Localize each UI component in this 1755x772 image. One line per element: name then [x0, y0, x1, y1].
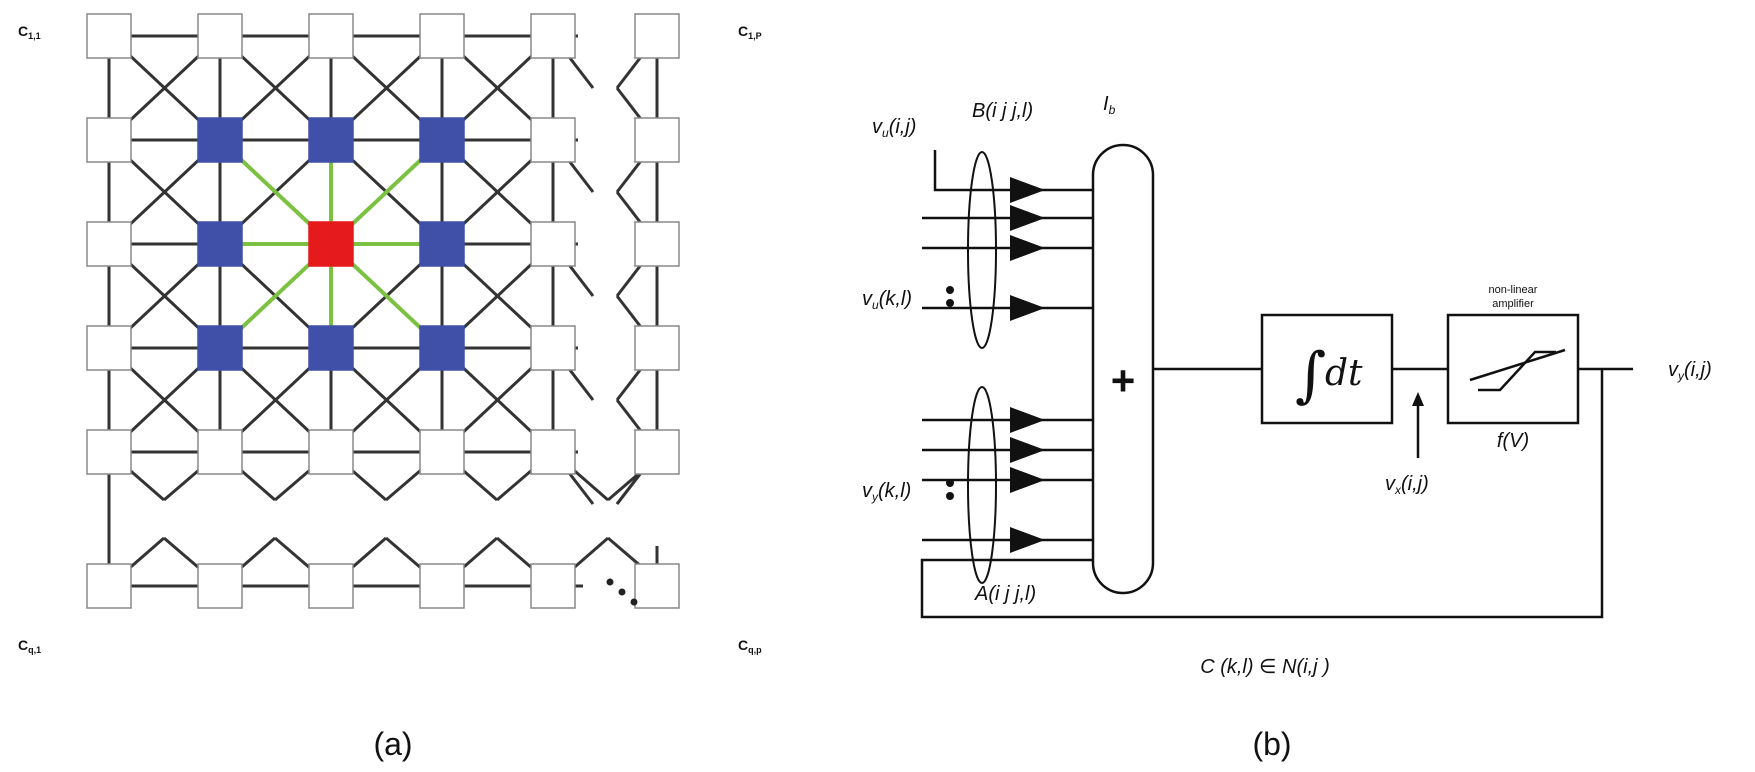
label-output: vy(i,j) [1668, 359, 1712, 383]
grid-cell [634, 429, 680, 475]
grid-cell [197, 563, 243, 609]
grid-cell [530, 325, 576, 371]
template-inputs [922, 177, 1093, 553]
label-template-b: B(i j j,l) [972, 100, 1033, 122]
weight-triangle [1010, 295, 1045, 321]
label-amp-function: f(V) [1497, 430, 1529, 452]
grid-cell [530, 117, 576, 163]
panel-b: + ∫ dt [920, 143, 1633, 619]
integrator-block [1260, 313, 1394, 425]
grid-cell [308, 13, 354, 59]
input-dots-u [946, 286, 954, 307]
feedback-wire [920, 369, 1604, 619]
grid-cell [86, 325, 132, 371]
neighbor-cell [419, 117, 465, 163]
grid-cell [86, 221, 132, 267]
panel-b-labels: vu(i,j) B(i j j,l) Ib vu(k,l) vy(k,l) A(… [862, 93, 1712, 762]
label-input-y-kl: vy(k,l) [862, 480, 911, 504]
neighbor-cell [419, 221, 465, 267]
neighbor-cell [308, 117, 354, 163]
grid-cell [419, 429, 465, 475]
grid-cell [634, 563, 680, 609]
grid-cell [308, 563, 354, 609]
center-cell [308, 221, 354, 267]
corner-label-top-right: C1,P [738, 23, 762, 41]
grid-cell [308, 429, 354, 475]
neighbor-cell [419, 325, 465, 371]
label-input-u-top: vu(i,j) [872, 116, 916, 140]
grid-cell [86, 13, 132, 59]
grid-cell [530, 429, 576, 475]
grid-cell [634, 221, 680, 267]
grid-cell [197, 429, 243, 475]
corner-label-top-left: C1,1 [18, 23, 41, 41]
weight-triangle [1010, 205, 1045, 231]
template-b-group [967, 151, 997, 349]
weight-triangle [1010, 527, 1045, 553]
grid-cell [86, 117, 132, 163]
input-dots-y [946, 479, 954, 500]
neighbor-cell [308, 325, 354, 371]
grid-cell [530, 563, 576, 609]
grid-cell [419, 13, 465, 59]
label-amplifier-line2: amplifier [1492, 298, 1534, 310]
summing-symbol: + [1111, 357, 1136, 404]
caption-a: (a) [373, 726, 412, 762]
grid-cell [530, 221, 576, 267]
corner-label-bottom-left: Cq,1 [18, 637, 41, 655]
neighbor-cell [197, 117, 243, 163]
grid-wires [107, 34, 665, 588]
saturation-curve-icon [1469, 348, 1566, 392]
grid-cells [86, 13, 680, 609]
integrator-dt: dt [1325, 353, 1363, 394]
grid-cell [634, 325, 680, 371]
panel-a: C1,1 C1,P Cq,1 Cq,p (a) [18, 13, 762, 762]
grid-cell [86, 429, 132, 475]
label-amplifier-line1: non-linear [1489, 284, 1538, 296]
caption-b: (b) [1252, 726, 1291, 762]
neighbor-cell [197, 221, 243, 267]
label-template-a: A(i j j,l) [974, 583, 1036, 605]
label-bias: Ib [1103, 93, 1116, 117]
grid-cell [86, 563, 132, 609]
grid-cell [634, 117, 680, 163]
label-neighborhood: C (k,l) ∈ N(i,j ) [1200, 656, 1330, 678]
template-a-group [967, 386, 997, 584]
weight-triangle [1010, 235, 1045, 261]
grid-cell [197, 13, 243, 59]
grid-cell [419, 563, 465, 609]
amplifier-block [1446, 313, 1580, 425]
neighbor-cell [197, 325, 243, 371]
grid-cell [634, 13, 680, 59]
grid-cell [530, 13, 576, 59]
weight-triangle [1010, 177, 1045, 203]
label-input-u-kl: vu(k,l) [862, 288, 912, 312]
label-state: vx(i,j) [1385, 473, 1429, 497]
integrator-sign: ∫ [1295, 340, 1326, 410]
weight-triangle [1010, 407, 1045, 433]
grid-ellipsis [606, 578, 638, 606]
corner-label-bottom-right: Cq,p [738, 637, 762, 655]
weight-triangle [1010, 467, 1045, 493]
weight-triangle [1010, 437, 1045, 463]
